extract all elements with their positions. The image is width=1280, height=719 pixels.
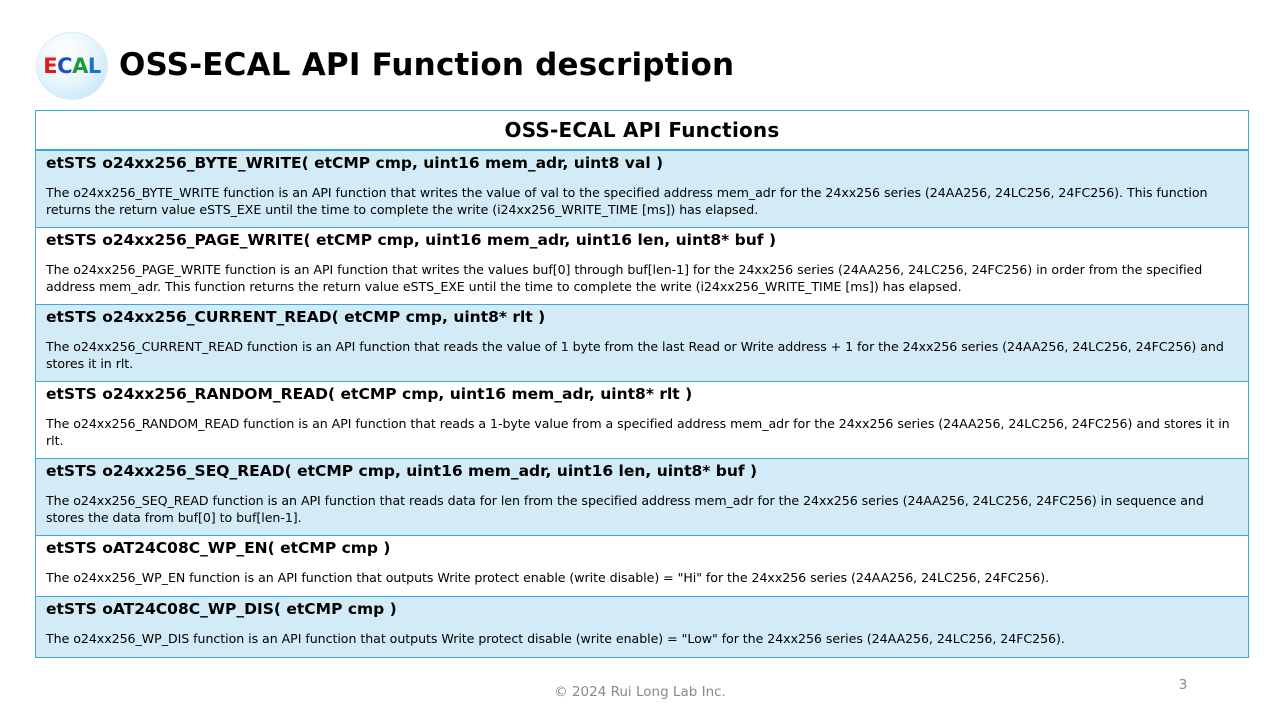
function-description: The o24xx256_PAGE_WRITE function is an A… — [46, 262, 1203, 294]
logo-letter-c: C — [57, 53, 73, 78]
table-header: OSS-ECAL API Functions — [36, 111, 1248, 150]
copyright-footer: © 2024 Rui Long Lab Inc. — [554, 684, 726, 700]
function-row-page-write: etSTS o24xx256_PAGE_WRITE( etCMP cmp, ui… — [36, 227, 1248, 304]
logo-letter-a: A — [72, 53, 88, 78]
function-description: The o24xx256_BYTE_WRITE function is an A… — [46, 185, 1208, 217]
logo-letter-e: E — [43, 53, 58, 78]
function-description: The o24xx256_CURRENT_READ function is an… — [46, 339, 1224, 371]
function-signature: etSTS o24xx256_PAGE_WRITE( etCMP cmp, ui… — [46, 231, 777, 249]
function-row-wp-dis: etSTS oAT24C08C_WP_DIS( etCMP cmp ) The … — [36, 596, 1248, 657]
api-functions-table: OSS-ECAL API Functions etSTS o24xx256_BY… — [35, 110, 1249, 658]
function-description: The o24xx256_RANDOM_READ function is an … — [46, 416, 1230, 448]
page-title: OSS-ECAL API Function description — [119, 47, 735, 83]
ecal-logo: ECAL — [37, 33, 107, 99]
function-signature: etSTS o24xx256_CURRENT_READ( etCMP cmp, … — [46, 308, 546, 326]
function-row-seq-read: etSTS o24xx256_SEQ_READ( etCMP cmp, uint… — [36, 458, 1248, 535]
function-row-wp-en: etSTS oAT24C08C_WP_EN( etCMP cmp ) The o… — [36, 535, 1248, 596]
function-description: The o24xx256_SEQ_READ function is an API… — [46, 493, 1204, 525]
function-signature: etSTS o24xx256_SEQ_READ( etCMP cmp, uint… — [46, 462, 758, 480]
function-signature: etSTS o24xx256_BYTE_WRITE( etCMP cmp, ui… — [46, 154, 664, 172]
function-signature: etSTS o24xx256_RANDOM_READ( etCMP cmp, u… — [46, 385, 693, 403]
page-number: 3 — [1178, 677, 1188, 693]
function-signature: etSTS oAT24C08C_WP_DIS( etCMP cmp ) — [46, 600, 397, 618]
function-description: The o24xx256_WP_EN function is an API fu… — [46, 570, 1050, 585]
function-row-byte-write: etSTS o24xx256_BYTE_WRITE( etCMP cmp, ui… — [36, 150, 1248, 227]
ecal-logo-text: ECAL — [43, 53, 101, 78]
logo-letter-l: L — [87, 53, 101, 78]
function-signature: etSTS oAT24C08C_WP_EN( etCMP cmp ) — [46, 539, 391, 557]
function-row-random-read: etSTS o24xx256_RANDOM_READ( etCMP cmp, u… — [36, 381, 1248, 458]
function-row-current-read: etSTS o24xx256_CURRENT_READ( etCMP cmp, … — [36, 304, 1248, 381]
function-description: The o24xx256_WP_DIS function is an API f… — [46, 631, 1065, 646]
